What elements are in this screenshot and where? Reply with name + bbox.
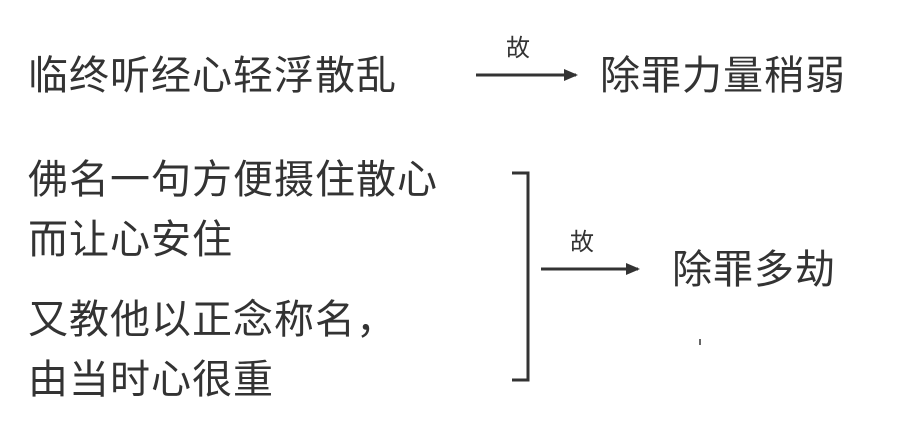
right-bracket	[512, 171, 530, 382]
row2-cause-line-1: 佛名一句方便摄住散心	[28, 157, 438, 203]
row2-cause-line-3: 又教他以正念称名，	[28, 297, 397, 343]
stray-mark	[699, 339, 701, 345]
row1-effect-text: 除罪力量稍弱	[600, 53, 846, 99]
row2-connector-label: 故	[570, 228, 594, 256]
row1-cause-text: 临终听经心轻浮散乱	[28, 53, 397, 99]
row2-effect-text: 除罪多劫	[672, 247, 836, 293]
row2-cause-line-2: 而让心安住	[28, 217, 233, 263]
row2-cause-line-4: 由当时心很重	[28, 357, 274, 403]
row1-connector-label: 故	[506, 34, 530, 62]
